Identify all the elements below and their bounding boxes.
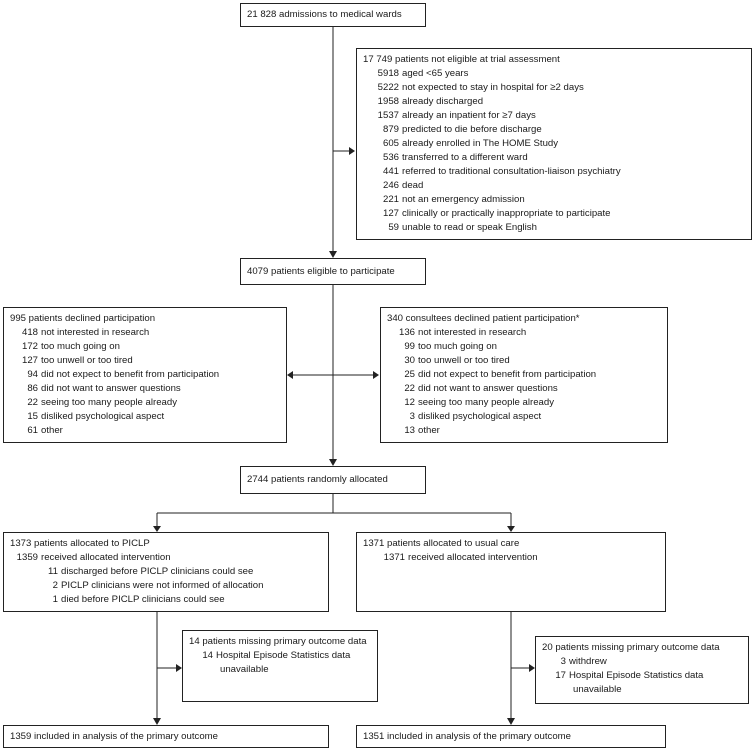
admissions-box: 21 828 admissions to medical wards [240,3,426,27]
arrow-head [287,371,293,379]
piclp-missing-outcome-box: 14 patients missing primary outcome data… [182,630,378,702]
arrow-head [153,718,161,725]
piclp-analysed-box: 1359 included in analysis of the primary… [3,725,329,748]
usual-care-analysed-label: 1351 included in analysis of the primary… [363,730,571,742]
usual-care-missing-outcome-box: 20 patients missing primary outcome data… [535,636,749,704]
usual-care-analysed-box: 1351 included in analysis of the primary… [356,725,666,748]
eligible-box: 4079 patients eligible to participate [240,258,426,285]
piclp-analysed-label: 1359 included in analysis of the primary… [10,730,218,742]
list-item-continuation: unavailable [220,664,269,675]
admissions-label: 21 828 admissions to medical wards [247,9,402,20]
declined-patients-title: 995 patients declined participation [10,313,156,324]
not-eligible-box: 17 749 patients not eligible at trial as… [356,48,752,240]
not-eligible-title: 17 749 patients not eligible at trial as… [363,54,560,65]
usual-care-title: 1371 patients allocated to usual care [363,538,520,549]
arrow-head [507,718,515,725]
declined-consultees-title: 340 consultees declined patient particip… [387,313,580,324]
randomised-box: 2744 patients randomly allocated [240,466,426,494]
piclp-missing-title: 14 patients missing primary outcome data [189,636,367,647]
list-item-continuation: unavailable [573,684,622,695]
arrow-head [153,526,161,532]
arrow-head [373,371,379,379]
usual-care-allocation-box: 1371 patients allocated to usual care 13… [356,532,666,612]
arrow-head [349,147,355,155]
arrow-head [176,664,182,672]
arrow-head [507,526,515,532]
piclp-title: 1373 patients allocated to PICLP [10,538,150,549]
arrow-head [329,251,337,258]
usual-care-missing-title: 20 patients missing primary outcome data [542,642,720,653]
arrow-head [529,664,535,672]
arrow-head [329,459,337,466]
declined-consultees-box: 340 consultees declined patient particip… [380,307,668,443]
randomised-label: 2744 patients randomly allocated [247,474,388,485]
eligible-label: 4079 patients eligible to participate [247,265,395,277]
